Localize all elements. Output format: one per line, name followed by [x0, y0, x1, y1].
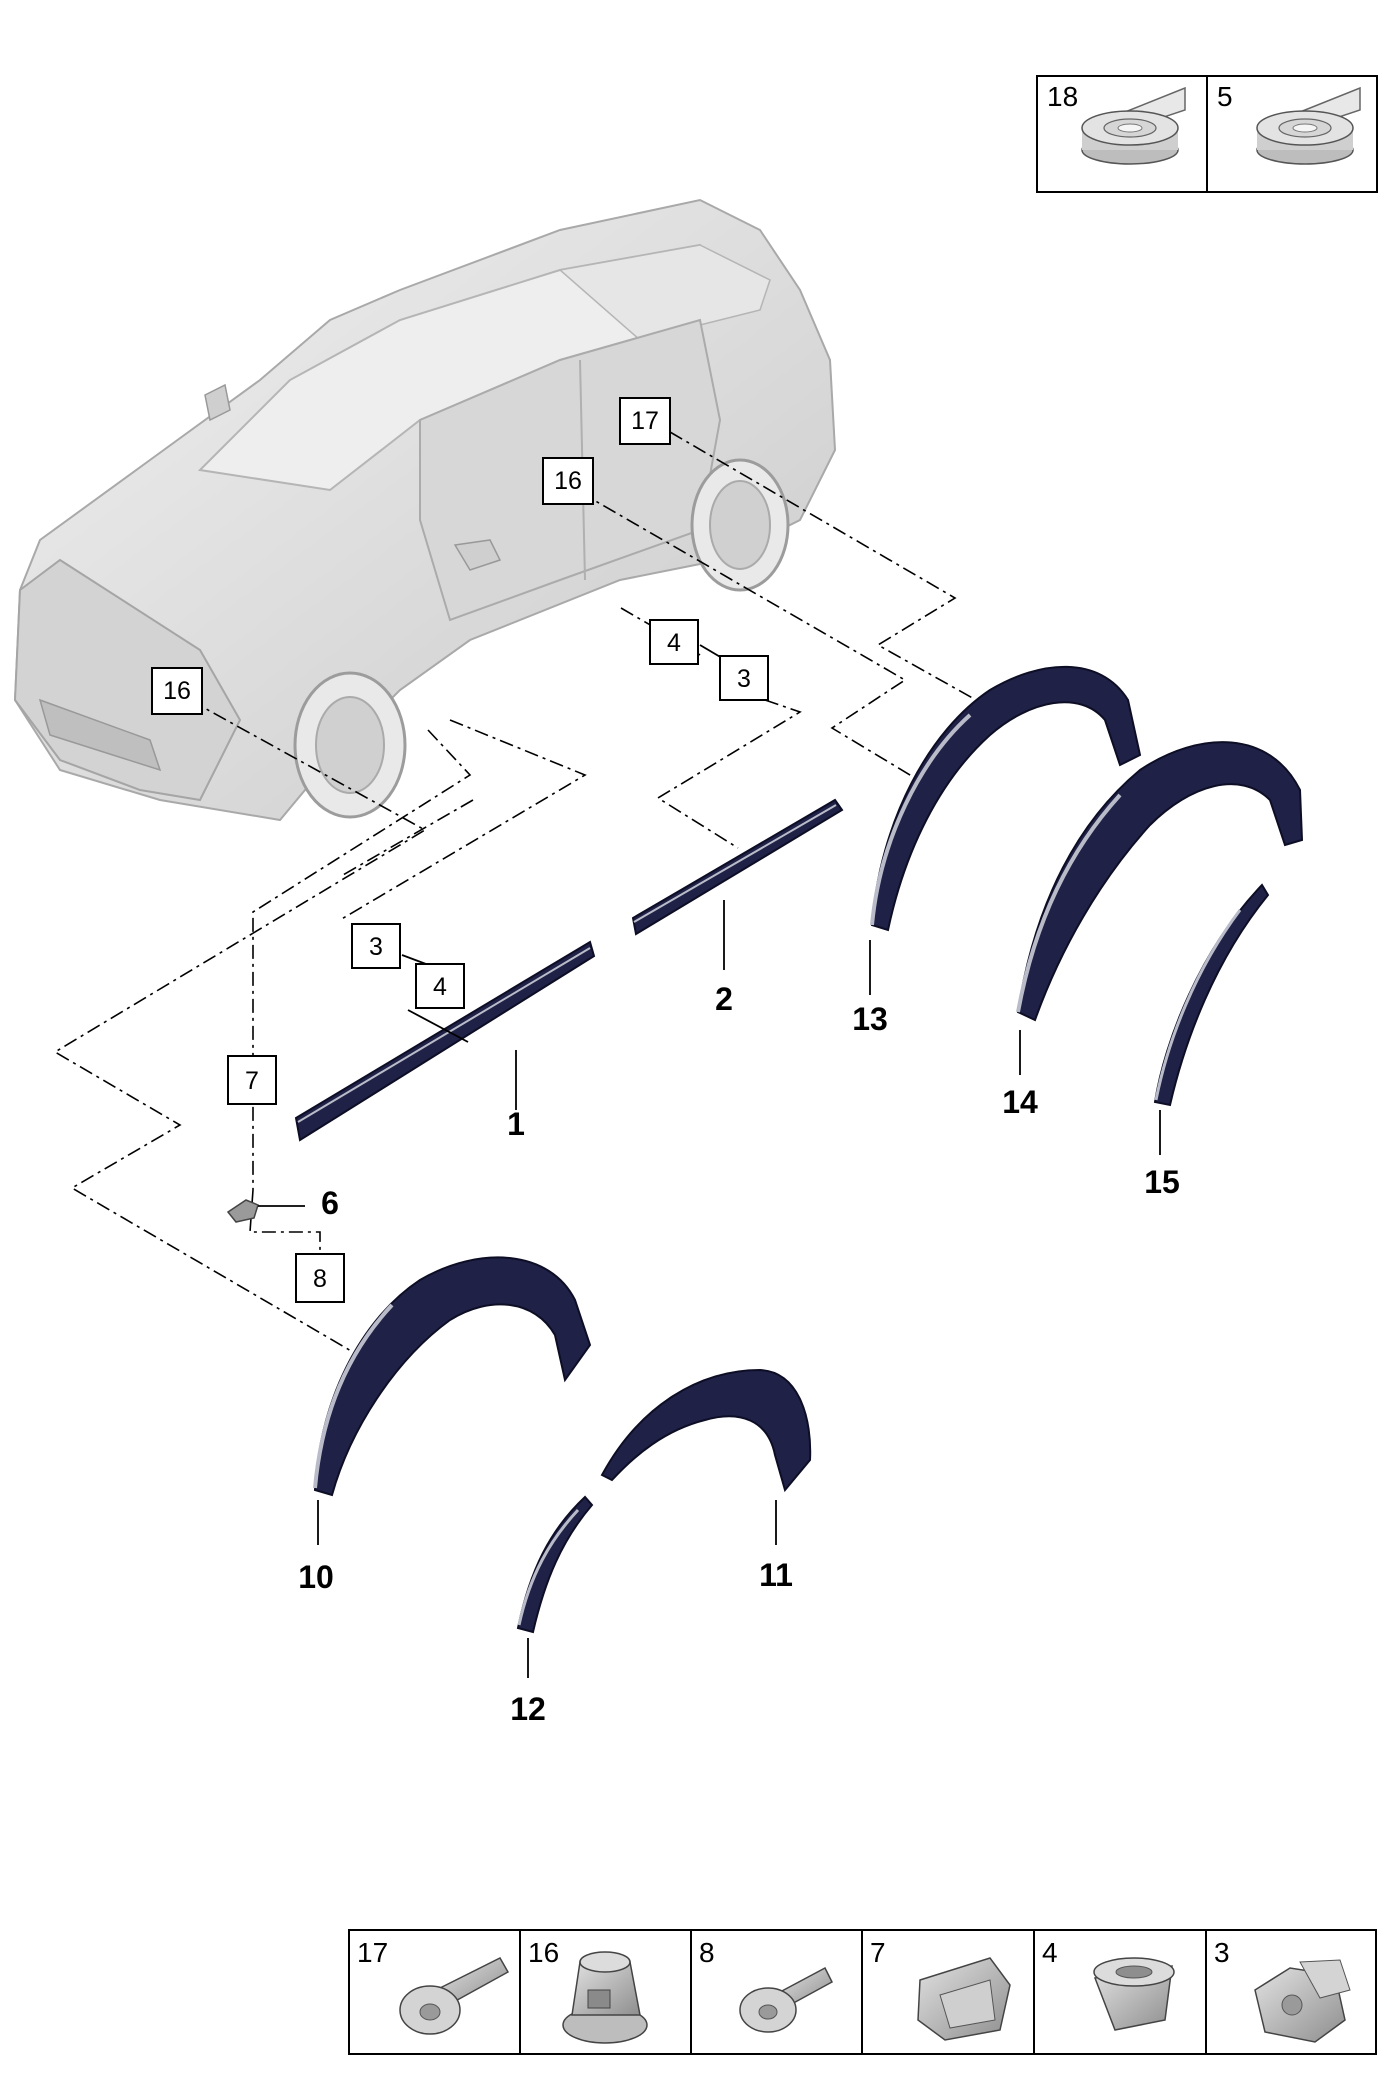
- callout-box-17: 17: [619, 397, 671, 445]
- callout-box-4: 4: [415, 963, 465, 1009]
- part-14-wheel-arch: [1016, 741, 1304, 1022]
- callout-box-16: 16: [542, 457, 594, 505]
- part-15-arch-extension: [1153, 883, 1270, 1107]
- callout-box-4: 4: [649, 619, 699, 665]
- callout-box-label: 8: [313, 1265, 327, 1293]
- screw-icon: [739, 1966, 833, 2033]
- callout-box-label: 16: [163, 677, 191, 705]
- part-label-13: 13: [852, 1001, 888, 1037]
- callout-box-8: 8: [295, 1253, 345, 1303]
- callout-box-label: 4: [433, 973, 447, 1001]
- part-label-6: 6: [321, 1185, 339, 1221]
- tape-roll-icon: [1256, 86, 1361, 165]
- legend-top-number: 18: [1047, 81, 1078, 112]
- legend-top-number: 5: [1217, 81, 1233, 112]
- legend-bottom-number: 16: [528, 1937, 559, 1968]
- legend-bottom-number: 8: [699, 1937, 715, 1968]
- part-13-wheel-arch: [870, 665, 1142, 932]
- part-2-door-trim: [631, 798, 844, 936]
- legend-bottom-number: 7: [870, 1937, 886, 1968]
- legend-bottom-number: 3: [1214, 1937, 1230, 1968]
- hex-nut-icon: [562, 1951, 648, 2044]
- part-10-wheel-arch: [313, 1256, 592, 1497]
- part-label-11: 11: [759, 1557, 793, 1593]
- callout-box-label: 3: [737, 665, 751, 693]
- callout-box-16: 16: [151, 667, 203, 715]
- clip-icon: [917, 1957, 1011, 2041]
- legend-bottom-number: 17: [357, 1937, 388, 1968]
- callout-box-3: 3: [351, 923, 401, 969]
- callout-box-label: 3: [369, 933, 383, 961]
- part-1-side-sill-trim: [294, 940, 596, 1142]
- part-label-12: 12: [510, 1691, 546, 1727]
- callout-box-label: 16: [554, 467, 582, 495]
- part-label-2: 2: [715, 981, 733, 1017]
- part-6-small-bracket: [226, 1199, 259, 1223]
- tape-roll-icon: [1081, 86, 1186, 165]
- callout-box-7: 7: [227, 1055, 277, 1105]
- part-label-1: 1: [507, 1106, 525, 1142]
- part-label-15: 15: [1144, 1164, 1180, 1200]
- clip-nut-icon: [1254, 1959, 1351, 2043]
- grommet-icon: [1093, 1957, 1175, 2031]
- part-label-10: 10: [298, 1559, 334, 1595]
- part-12-arch-extension: [516, 1495, 594, 1634]
- legend-bottom-number: 4: [1042, 1937, 1058, 1968]
- callout-box-label: 7: [245, 1067, 259, 1095]
- callout-box-label: 17: [631, 407, 659, 435]
- vehicle-illustration: [13, 198, 837, 822]
- callout-box-label: 4: [667, 629, 681, 657]
- legend-top: 18 5: [1036, 75, 1378, 193]
- part-leader-lines: [258, 644, 1161, 1678]
- bolt-icon: [399, 1957, 510, 2035]
- callout-box-3: 3: [719, 655, 769, 701]
- part-11-wheel-arch: [600, 1368, 812, 1493]
- part-label-14: 14: [1002, 1084, 1038, 1120]
- legend-bottom: 17 16 8 7 4 3: [348, 1929, 1377, 2055]
